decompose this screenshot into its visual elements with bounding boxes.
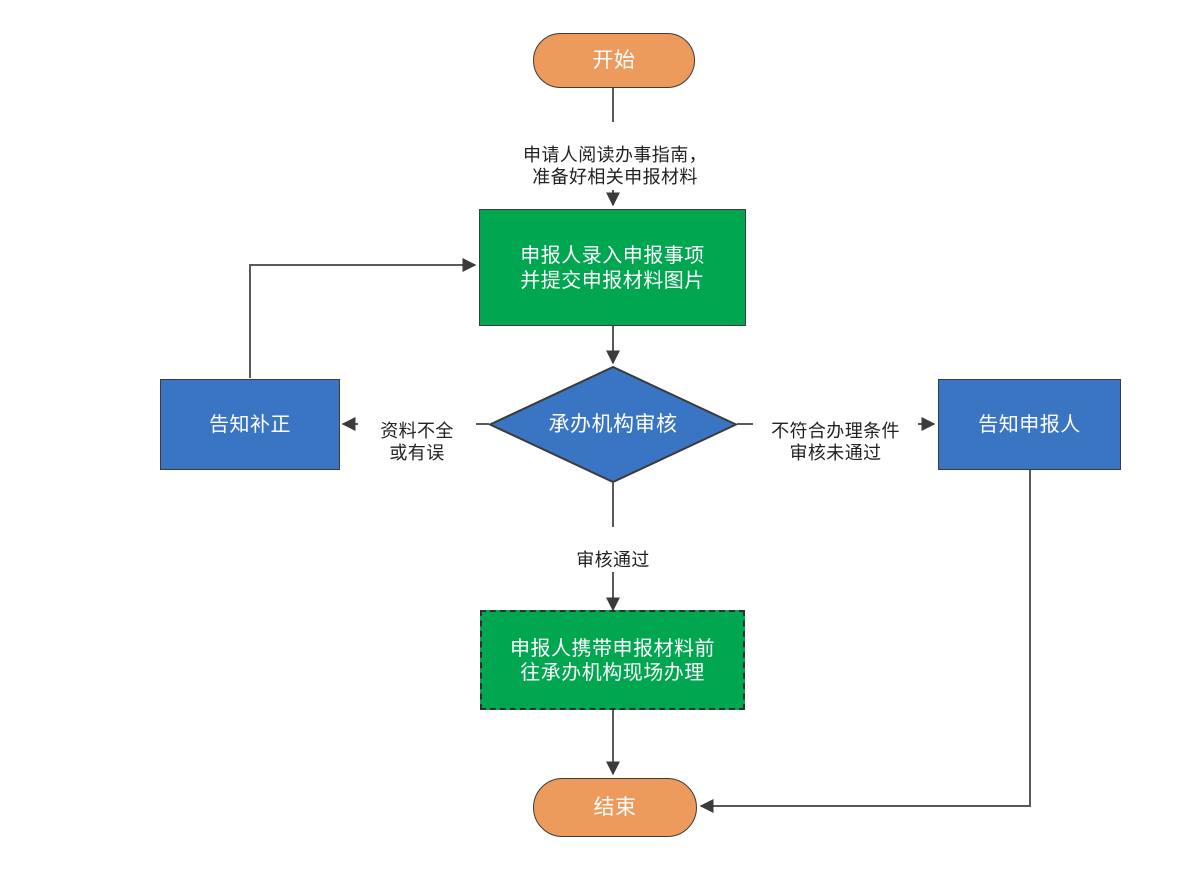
edge-label-review-to-notify: 不符合办理条件 审核未通过	[753, 398, 918, 466]
node-onsite[interactable]: 申报人携带申报材料前 往承办机构现场办理	[480, 610, 745, 710]
node-start[interactable]: 开始	[533, 33, 695, 88]
node-correct[interactable]: 告知补正	[160, 379, 340, 470]
edge-label-start-to-submit: 申请人阅读办事指南， 准备好相关申报材料	[495, 122, 735, 190]
edge-label-review-to-onsite-text: 审核通过	[576, 549, 650, 571]
node-onsite-label: 申报人携带申报材料前 往承办机构现场办理	[510, 635, 715, 684]
node-review-label: 承办机构审核	[548, 411, 678, 436]
edge-label-review-to-onsite: 审核通过	[553, 527, 673, 572]
edge-label-review-to-correct: 资料不全 或有误	[358, 398, 476, 466]
edge-label-start-to-submit-text: 申请人阅读办事指南， 准备好相关申报材料	[523, 144, 707, 189]
edge-label-review-to-correct-text: 资料不全 或有误	[380, 420, 454, 465]
node-submit[interactable]: 申报人录入申报事项 并提交申报材料图片	[479, 209, 746, 326]
node-submit-label: 申报人录入申报事项 并提交申报材料图片	[520, 243, 705, 292]
node-end[interactable]: 结束	[533, 778, 697, 837]
node-notify-label: 告知申报人	[978, 412, 1081, 437]
node-correct-label: 告知补正	[209, 412, 291, 437]
edge-notify-to-end	[699, 470, 1031, 813]
node-end-label: 结束	[593, 794, 637, 819]
node-review[interactable]: 承办机构审核	[489, 366, 737, 483]
decision-diamond-shape	[489, 366, 737, 483]
node-notify[interactable]: 告知申报人	[938, 379, 1121, 470]
edge-correct-to-submit	[249, 258, 477, 378]
edge-label-review-to-notify-text: 不符合办理条件 审核未通过	[771, 420, 900, 465]
node-start-label: 开始	[592, 47, 636, 72]
